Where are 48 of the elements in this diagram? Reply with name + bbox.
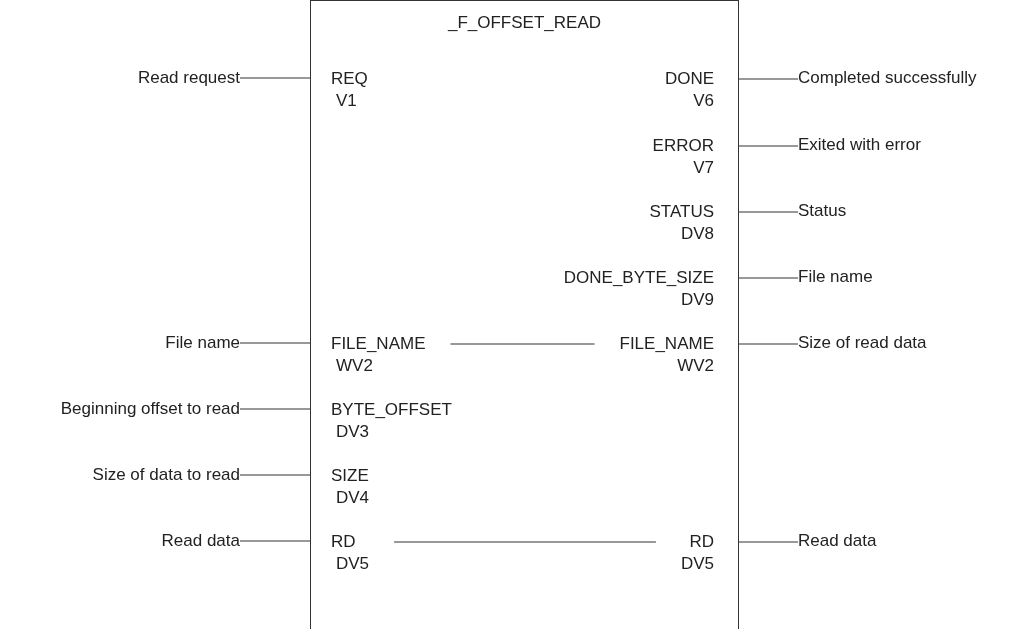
variable-name: V6 <box>692 90 714 112</box>
connection-line <box>449 343 596 345</box>
signal-label: Completed successfully <box>798 67 977 89</box>
variable-name: WV2 <box>676 355 714 377</box>
function-block <box>310 0 739 629</box>
signal-label: File name <box>165 332 240 354</box>
pin-name: REQ <box>331 68 368 90</box>
leader-line <box>737 541 799 543</box>
variable-name: DV4 <box>335 487 370 509</box>
pin-name: RD <box>688 531 714 553</box>
variable-name: V1 <box>335 90 358 112</box>
leader-line <box>239 540 312 542</box>
variable-name: DV5 <box>335 553 370 575</box>
pin-name: STATUS <box>649 201 714 223</box>
leader-line <box>239 474 312 476</box>
block-title: _F_OFFSET_READ <box>446 12 602 34</box>
pin-name: FILE_NAME <box>619 333 714 355</box>
variable-name: DV3 <box>335 421 371 443</box>
pin-name: FILE_NAME <box>331 333 426 355</box>
pin-name: SIZE <box>331 465 370 487</box>
variable-name: DV8 <box>679 223 714 245</box>
connection-line <box>393 541 657 543</box>
leader-line <box>737 145 799 147</box>
leader-line <box>239 342 312 344</box>
pin-name: DONE_BYTE_SIZE <box>563 267 714 289</box>
leader-line <box>737 343 799 345</box>
pin-name: ERROR <box>652 135 714 157</box>
leader-line <box>737 277 799 279</box>
signal-label: Read data <box>161 530 240 552</box>
leader-line <box>737 211 799 213</box>
signal-label: Beginning offset to read <box>60 398 240 420</box>
leader-line <box>239 408 312 410</box>
leader-line <box>239 77 312 79</box>
pin-name: DONE <box>664 68 714 90</box>
variable-name: DV9 <box>679 289 714 311</box>
signal-label: Size of read data <box>798 332 927 354</box>
leader-line <box>737 78 799 80</box>
pin-name: BYTE_OFFSET <box>331 399 452 421</box>
signal-label: Exited with error <box>798 134 921 156</box>
signal-label: File name <box>798 266 873 288</box>
signal-label: Read data <box>798 530 877 552</box>
variable-name: DV5 <box>680 553 714 575</box>
signal-label: Status <box>798 200 847 222</box>
signal-label: Size of data to read <box>92 464 240 486</box>
variable-name: V7 <box>692 157 714 179</box>
variable-name: WV2 <box>335 355 374 377</box>
signal-label: Read request <box>137 67 240 89</box>
pin-name: RD <box>331 531 357 553</box>
